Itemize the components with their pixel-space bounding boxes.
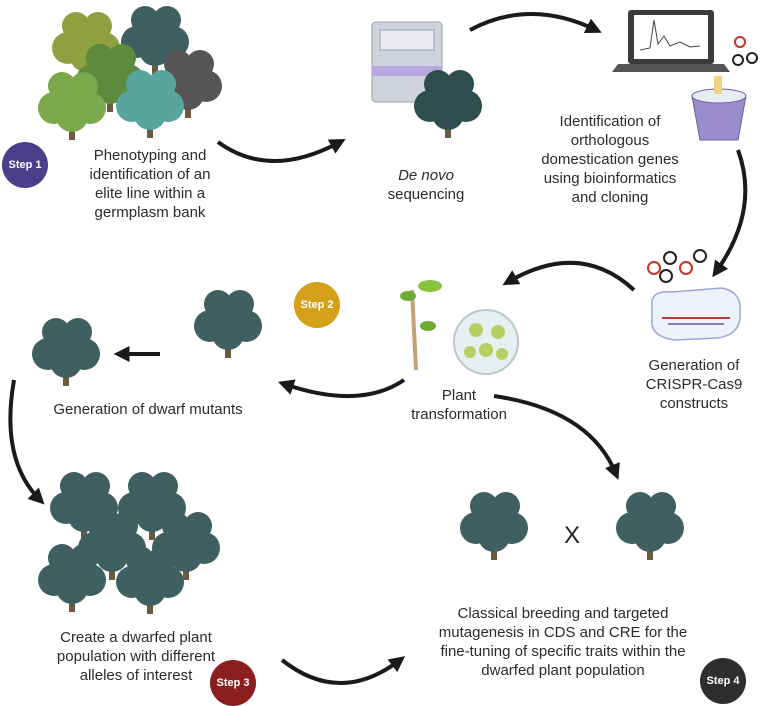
plasmid-icons-crispr <box>647 249 707 283</box>
dwarf-mutants-label: Generation of dwarf mutants <box>53 401 243 418</box>
breeding-label: Classical breeding and targeted mutagene… <box>438 605 688 679</box>
germplasm-trees <box>38 6 222 140</box>
arrow-step1-to-sequencing <box>216 138 346 163</box>
arrow-population-to-breeding <box>280 656 406 685</box>
dwarf-mutant-trees <box>32 290 262 386</box>
step-3-badge: Step 3 <box>210 660 256 706</box>
step-1-badge: Step 1 <box>2 142 48 188</box>
dwarf-population-trees <box>38 472 220 614</box>
laptop-icon <box>612 10 730 72</box>
sequencer-icon <box>371 21 482 138</box>
cas9-construct-icon <box>651 287 741 341</box>
step-2-badge: Step 2 <box>294 282 340 328</box>
workflow-arrows <box>8 12 748 685</box>
arrow-mutants-to-population <box>8 379 45 505</box>
arrow-identification-to-crispr <box>712 149 748 278</box>
identification-label: Identification of orthologous domesticat… <box>541 113 679 206</box>
arrow-sequencing-to-identification <box>469 12 602 34</box>
arrow-transformation-to-breeding <box>493 394 620 480</box>
ice-bucket-icon <box>691 76 747 141</box>
phenotyping-label: Phenotyping and identification of an eli… <box>89 147 211 221</box>
transformation-label: Plant transformation <box>411 387 507 423</box>
arrow-transformation-to-mutants <box>277 378 406 398</box>
crispr-label: Generation of CRISPR-Cas9 constructs <box>645 357 743 412</box>
cross-symbol: X <box>564 522 581 549</box>
arrow-crispr-to-transformation <box>502 260 636 292</box>
plasmid-icons-top <box>732 36 758 66</box>
petri-dish-icon <box>453 309 519 375</box>
step-4-badge: Step 4 <box>700 658 746 704</box>
sequencing-label: De novo sequencing <box>387 167 465 203</box>
population-label: Create a dwarfed plant population with d… <box>56 629 216 684</box>
plantlet-icon <box>400 280 442 371</box>
